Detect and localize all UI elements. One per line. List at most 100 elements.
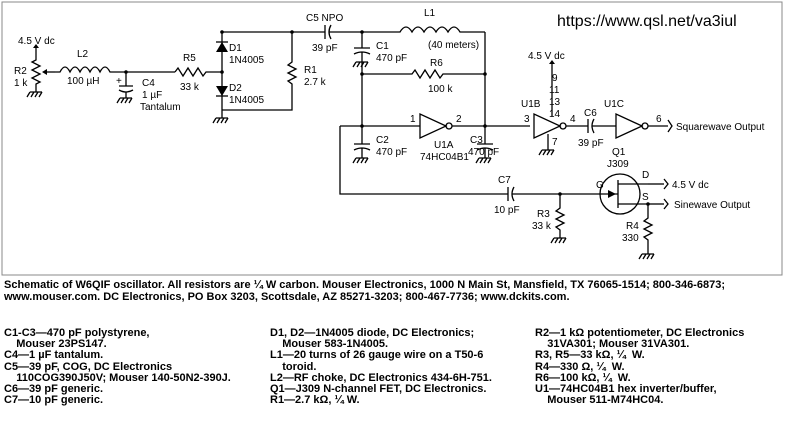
u1b-gnd-pin: 7	[552, 137, 558, 148]
r3-resistor	[554, 194, 566, 238]
parts-list-line: R3, R5—33 kΩ, ¼ W.	[535, 349, 645, 362]
q1-pin-s: S	[642, 192, 649, 203]
sine-output-terminal	[663, 198, 669, 210]
u1a-pin-in: 1	[410, 114, 416, 125]
parts-list-line: R4—330 Ω, ¼ W.	[535, 360, 625, 373]
c3-value: 470 pF	[468, 147, 499, 158]
parts-list-line: C5—39 pF, COG, DC Electronics	[4, 360, 173, 373]
l1-value: (40 meters)	[428, 40, 479, 51]
u1a-pin-out: 2	[456, 114, 462, 125]
c6-label: C6	[584, 108, 597, 119]
c2-label: C2	[376, 135, 389, 146]
r3-label: R3	[537, 209, 550, 220]
d1-diode	[216, 42, 228, 52]
c2-capacitor	[353, 126, 371, 158]
c7-value: 10 pF	[494, 205, 520, 216]
u1b-supply-label: 4.5 V dc	[528, 51, 565, 62]
oscillator-schematic: https://www.qsl.net/va3iul 4.5 V dc R2 1…	[1, 1, 783, 276]
u1b-inverter	[533, 112, 562, 140]
u1-pin-9: 9	[552, 73, 558, 84]
parts-list-line: D1, D2—1N4005 diode, DC Electronics;	[270, 327, 475, 339]
r6-label: R6	[430, 58, 443, 69]
l1-label: L1	[424, 8, 436, 19]
parts-list-line: R2—1 kΩ potentiometer, DC Electronics	[535, 327, 745, 339]
parts-list-line: R6—100 kΩ, ¼ W.	[535, 371, 631, 384]
u1-pin-11: 11	[549, 85, 560, 96]
q1-label: Q1	[612, 147, 626, 158]
l2-label: L2	[77, 49, 89, 60]
u1c-label: U1C	[604, 99, 624, 110]
r6-resistor	[362, 68, 485, 80]
c6-value: 39 pF	[578, 138, 604, 149]
parts-list-column-1: C1-C3—470 pF polystyrene, Mouser 23PS147…	[4, 327, 231, 407]
supply-left-label: 4.5 V dc	[18, 36, 55, 47]
parts-list-line: U1—74HC04B1 hex inverter/buffer,	[535, 383, 717, 396]
r5-resistor	[174, 66, 222, 78]
parts-list-line: R1—2.7 kΩ, ¼ W.	[270, 394, 360, 407]
c5-value: 39 pF	[312, 43, 338, 54]
parts-list-line: 31VA301; Mouser 31VA301.	[535, 338, 690, 351]
d1-value: 1N4005	[229, 55, 264, 66]
c7-capacitor	[502, 186, 598, 202]
parts-list-line: Mouser 23PS147.	[4, 338, 107, 351]
r6-value: 100 k	[428, 84, 453, 95]
u1-pin-13: 13	[549, 97, 561, 108]
square-output-terminal	[667, 119, 673, 133]
parts-list-line: L2—RF choke, DC Electronics 434-6H-751.	[270, 371, 492, 384]
schematic-frame	[1, 1, 783, 276]
u1a-part: 74HC04B1	[420, 152, 469, 163]
c2-value: 470 pF	[376, 147, 407, 158]
u1b-pin-in: 3	[524, 114, 530, 125]
u1-pin-14: 14	[549, 109, 561, 120]
parts-list-line: C6—39 pF generic.	[4, 383, 104, 396]
u1c-inverter	[615, 112, 644, 140]
parts-list-line: C7—10 pF generic.	[4, 394, 104, 407]
r1-value: 2.7 k	[304, 77, 327, 88]
parts-list-line: Mouser 583-1N4005.	[270, 338, 389, 351]
parts-list-column-2: D1, D2—1N4005 diode, DC Electronics; Mou…	[270, 327, 492, 407]
d2-diode	[216, 86, 228, 96]
parts-list-line: 110COG390J50V; Mouser 140-50N2-390J.	[4, 371, 231, 384]
q1-pin-d: D	[642, 170, 649, 181]
r2-value: 1 k	[14, 78, 28, 89]
parts-list-line: Mouser 511-M74HC04.	[535, 394, 664, 407]
c4-type: Tantalum	[140, 102, 181, 113]
parts-list-line: L1—20 turns of 26 gauge wire on a T50-6	[270, 349, 484, 362]
r1-resistor	[222, 32, 298, 111]
schematic-caption: Schematic of W6QIF oscillator. All resis…	[4, 279, 725, 303]
c5-capacitor	[320, 24, 362, 40]
u1a-label: U1A	[434, 140, 454, 151]
r5-value: 33 k	[180, 82, 200, 93]
c7-label: C7	[498, 175, 511, 186]
q1-supply-terminal	[663, 178, 669, 190]
c4-value: 1 µF	[142, 90, 162, 101]
r2-label: R2	[14, 66, 27, 77]
source-url: https://www.qsl.net/va3iul	[557, 13, 737, 30]
ground-symbol	[26, 91, 43, 98]
d2-label: D2	[229, 83, 242, 94]
u1a-inverter	[419, 112, 448, 140]
u1b-label: U1B	[521, 99, 541, 110]
l1-inductor	[362, 26, 485, 34]
c1-value: 470 pF	[376, 53, 407, 64]
parts-list-line: toroid.	[270, 360, 317, 373]
parts-list-column-3: R2—1 kΩ potentiometer, DC Electronics 31…	[535, 327, 745, 407]
c6-capacitor	[566, 118, 616, 134]
d2-value: 1N4005	[229, 95, 264, 106]
c1-label: C1	[376, 41, 389, 52]
square-output-label: Squarewave Output	[676, 122, 765, 133]
r2-potentiometer	[30, 56, 42, 92]
l2-value: 100 µH	[67, 76, 99, 87]
c4-capacitor	[118, 72, 134, 98]
r1-label: R1	[304, 65, 317, 76]
r4-resistor	[642, 204, 654, 254]
q1-pin-g: G	[596, 180, 604, 191]
c5-label: C5 NPO	[306, 13, 343, 24]
c3-capacitor	[476, 126, 494, 158]
parts-list-line: C1-C3—470 pF polystyrene,	[4, 327, 150, 339]
r4-value: 330	[622, 233, 639, 244]
q1-part: J309	[607, 159, 629, 170]
parts-list-line: Q1—J309 N-channel FET, DC Electronics.	[270, 383, 487, 396]
c1-capacitor	[353, 32, 371, 62]
u1c-pin-out: 6	[656, 114, 662, 125]
